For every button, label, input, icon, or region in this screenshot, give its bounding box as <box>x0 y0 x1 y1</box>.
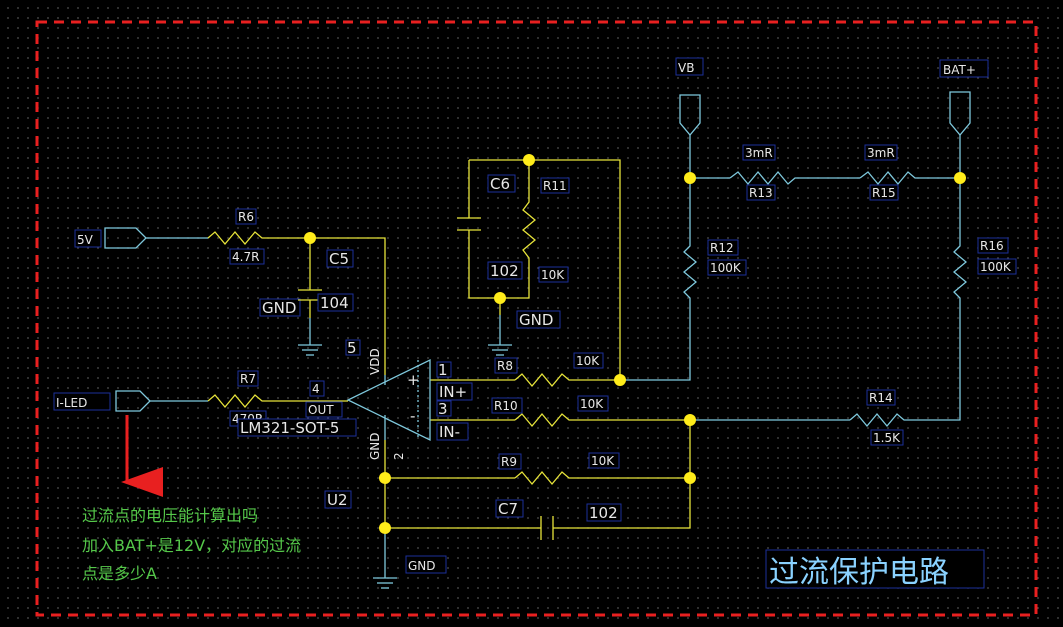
r6-value: 4.7R <box>232 250 259 264</box>
c6-value: 102 <box>490 262 519 280</box>
r14-ref: R14 <box>869 391 893 405</box>
net-5v-label: 5V <box>77 233 94 247</box>
junction-dot <box>379 522 391 534</box>
r9-value: 10K <box>591 454 615 468</box>
junction-dot <box>494 292 506 304</box>
r11-ref: R11 <box>543 179 567 193</box>
junction-dot <box>684 472 696 484</box>
r12-value: 100K <box>710 261 742 275</box>
r13-value: 3mR <box>745 146 773 160</box>
opamp-minus-sign: - <box>410 407 415 425</box>
net-flag-bat: BAT+ <box>939 59 989 137</box>
circuit-title: 过流保护电路 <box>765 549 985 590</box>
resistor-r13: 3mR R13 <box>729 144 800 201</box>
r8-ref: R8 <box>497 359 513 373</box>
opamp-pin-3: 3 <box>438 400 448 418</box>
gnd1-label: GND <box>262 299 296 317</box>
junction-dot <box>684 414 696 426</box>
net-flag-vb: VB <box>675 57 704 137</box>
r16-ref: R16 <box>980 239 1004 253</box>
r13-ref: R13 <box>749 186 773 200</box>
opamp-pin-5: 5 <box>347 339 357 357</box>
opamp-part-label: LM321-SOT-5 <box>240 419 339 437</box>
c6-ref: C6 <box>490 175 510 193</box>
r10-value: 10K <box>580 397 604 411</box>
resistor-r11: R11 10K <box>521 177 570 283</box>
opamp-pin-2: 2 <box>392 452 406 460</box>
resistor-r9: R9 10K <box>498 452 620 486</box>
opamp-pin-1: 1 <box>438 361 448 379</box>
r15-ref: R15 <box>872 186 896 200</box>
capacitor-c5: C5 104 <box>298 249 354 312</box>
r7-ref: R7 <box>240 372 256 386</box>
junction-dot <box>954 172 966 184</box>
junction-dot <box>614 374 626 386</box>
opamp-inn-pin: IN- <box>439 423 460 441</box>
opamp-inp-pin: IN+ <box>439 383 467 401</box>
title-text: 过流保护电路 <box>769 555 949 590</box>
ground-symbol-c6: GND <box>488 310 561 356</box>
ground-symbol-opamp: GND <box>373 555 447 589</box>
r16-value: 100K <box>980 260 1012 274</box>
note-line-2: 加入BAT+是12V，对应的过流 <box>82 536 301 555</box>
resistor-r16: R16 100K <box>952 237 1017 300</box>
resistor-r7: R7 470R <box>207 370 268 427</box>
opamp-vdd-pin: VDD <box>368 348 382 375</box>
r9-ref: R9 <box>501 455 517 469</box>
gnd3-label: GND <box>408 559 436 573</box>
opamp-u2: + - VDD GND 2 OUT 4 5 1 IN+ 3 IN- LM321-… <box>237 339 473 509</box>
opamp-out-pin: OUT <box>308 403 334 417</box>
r8-value: 10K <box>576 354 600 368</box>
ground-symbol-c5: GND <box>259 298 322 356</box>
gnd2-label: GND <box>519 311 553 329</box>
net-bat-label: BAT+ <box>943 63 976 77</box>
opamp-gnd-pin: GND <box>368 432 382 460</box>
capacitor-c6: C6 102 <box>457 174 523 280</box>
r12-ref: R12 <box>710 241 734 255</box>
opamp-ref-label: U2 <box>327 491 348 509</box>
r14-value: 1.5K <box>873 431 901 445</box>
capacitor-c7: C7 102 <box>495 499 622 540</box>
net-flag-5v: 5V <box>74 227 147 249</box>
net-flag-iled: I-LED <box>53 390 151 412</box>
resistor-r14: R14 1.5K <box>849 389 910 446</box>
junction-dot <box>304 232 316 244</box>
resistor-r8: R8 10K <box>494 352 604 388</box>
question-note: 过流点的电压能计算出吗 加入BAT+是12V，对应的过流 点是多少A <box>82 506 301 583</box>
junction-dot <box>684 172 696 184</box>
resistor-r12: R12 100K <box>682 239 747 300</box>
sheet-border <box>35 20 1038 617</box>
net-vb-label: VB <box>678 61 694 75</box>
r15-value: 3mR <box>867 146 895 160</box>
c5-value: 104 <box>320 294 349 312</box>
r11-value: 10K <box>541 268 565 282</box>
resistor-r6: R6 4.7R <box>207 208 268 265</box>
junction-dot <box>379 472 391 484</box>
resistor-r15: 3mR R15 <box>859 144 920 201</box>
opamp-plus-sign: + <box>407 371 420 389</box>
c7-value: 102 <box>589 504 618 522</box>
wires <box>146 135 961 578</box>
net-iled-label: I-LED <box>56 396 87 410</box>
c5-ref: C5 <box>329 250 349 268</box>
junctions <box>304 154 966 534</box>
note-line-3: 点是多少A <box>82 564 157 583</box>
c7-ref: C7 <box>498 500 518 518</box>
r6-ref: R6 <box>238 210 254 224</box>
note-line-1: 过流点的电压能计算出吗 <box>82 506 258 525</box>
junction-dot <box>523 154 535 166</box>
r10-ref: R10 <box>494 399 518 413</box>
opamp-pin-4: 4 <box>312 382 320 396</box>
resistor-r10: R10 10K <box>491 395 609 428</box>
